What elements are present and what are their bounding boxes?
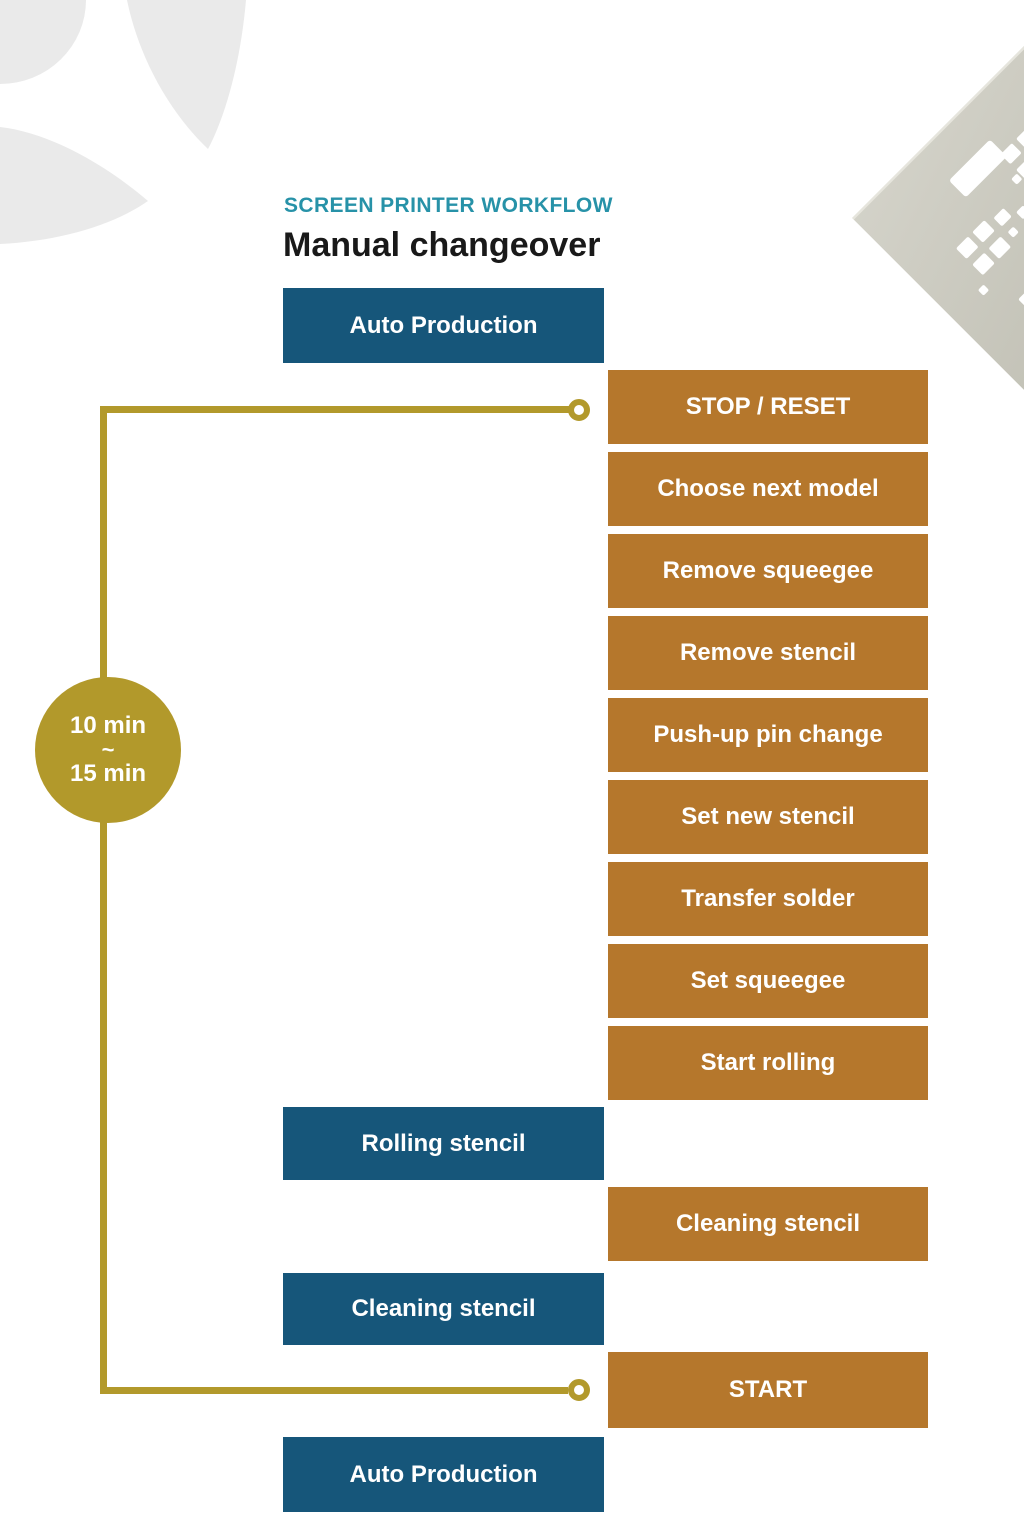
step-auto-production-bottom: Auto Production (283, 1437, 604, 1512)
duration-badge: 10 min ~ 15 min (35, 677, 181, 823)
company-logo (0, 0, 246, 244)
stencil-photo (852, 46, 1024, 390)
step-choose-next-model: Choose next model (608, 452, 928, 526)
connector-line-vertical (100, 406, 107, 1394)
stencil-sheet (852, 46, 1024, 390)
step-cleaning-stencil-right: Cleaning stencil (608, 1187, 928, 1261)
workflow-eyebrow: SCREEN PRINTER WORKFLOW (284, 194, 613, 217)
step-remove-stencil: Remove stencil (608, 616, 928, 690)
step-transfer-solder: Transfer solder (608, 862, 928, 936)
step-stop-reset: STOP / RESET (608, 370, 928, 444)
connector-line-top (100, 406, 570, 413)
duration-tilde: ~ (101, 737, 115, 762)
logo-segment-bottom-icon (0, 127, 148, 244)
connector-line-bottom (100, 1387, 568, 1394)
connector-node-bottom-icon (568, 1379, 590, 1401)
logo-segment-top-left-icon (0, 0, 86, 84)
step-remove-squeegee: Remove squeegee (608, 534, 928, 608)
step-set-new-stencil: Set new stencil (608, 780, 928, 854)
step-start-rolling: Start rolling (608, 1026, 928, 1100)
duration-min: 10 min (69, 712, 147, 739)
connector-node-top-icon (568, 399, 590, 421)
step-set-squeegee: Set squeegee (608, 944, 928, 1018)
page-title: Manual changeover (283, 226, 601, 264)
duration-max: 15 min (69, 760, 147, 787)
step-cleaning-stencil-left: Cleaning stencil (283, 1273, 604, 1345)
step-auto-production-top: Auto Production (283, 288, 604, 363)
step-rolling-stencil: Rolling stencil (283, 1107, 604, 1180)
step-start: START (608, 1352, 928, 1428)
logo-segment-right-icon (127, 0, 246, 149)
step-push-up-pin-change: Push-up pin change (608, 698, 928, 772)
stencil-apertures (950, 128, 1024, 310)
